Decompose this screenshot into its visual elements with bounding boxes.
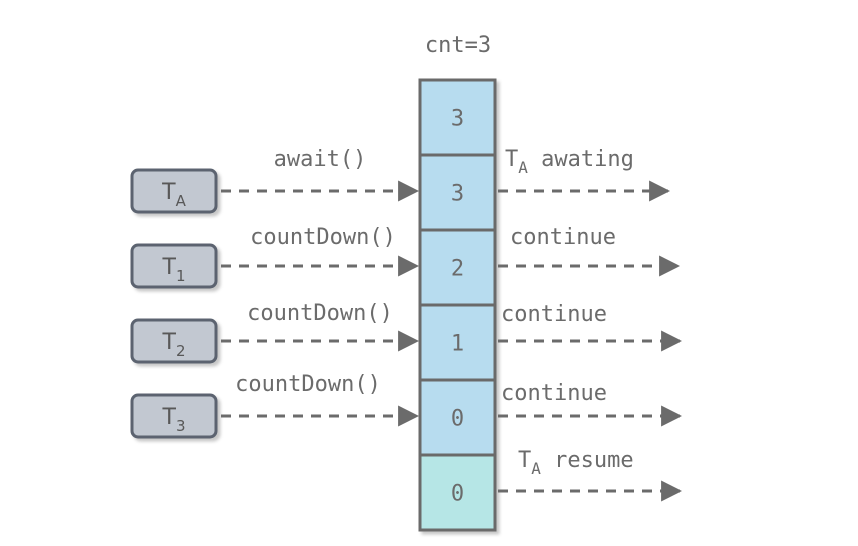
results-group: TA awating continue continue continue TA res… [498,147,683,502]
result-label: TA awating [505,147,634,177]
counter-label: cnt=3 [425,33,491,58]
counter-cell-value: 0 [451,407,464,432]
thread-1: TA [130,168,420,214]
call-labels-group: await() countDown() countDown() countDown() [235,147,396,397]
call-label: countDown() [250,225,396,250]
result-label: continue [501,302,607,327]
counter-cell [418,453,497,532]
counter-column [418,78,497,532]
thread-4: T3 [130,393,420,439]
result-label: TA resume [518,448,634,478]
counter-cell [418,303,497,382]
counter-cell-value: 1 [451,332,464,357]
thread-label: T1 [162,255,186,285]
counter-cell-value: 3 [451,182,464,207]
call-label: countDown() [235,372,381,397]
thread-box [130,318,218,364]
thread-box [130,393,218,439]
thread-2: T1 [130,243,420,289]
thread-box [130,243,218,289]
result-2: continue [498,225,681,277]
thread-label: TA [161,180,186,210]
thread-label: T2 [162,330,186,360]
thread-box [130,168,218,214]
thread-3: T2 [130,318,420,364]
call-label: countDown() [247,301,393,326]
counter-cell-value: 3 [451,107,464,132]
result-4: continue [498,381,683,427]
result-3: continue [498,302,683,352]
cell-values: 3 3 2 1 0 0 [451,107,464,507]
call-label: await() [274,147,367,172]
counter-cell-value: 0 [451,482,464,507]
result-label: continue [501,381,607,406]
result-1: TA awating [498,147,671,202]
result-label: continue [510,225,616,250]
result-5: TA resume [498,448,683,502]
thread-label: T3 [162,405,186,435]
counter-cell-value: 2 [451,257,464,282]
